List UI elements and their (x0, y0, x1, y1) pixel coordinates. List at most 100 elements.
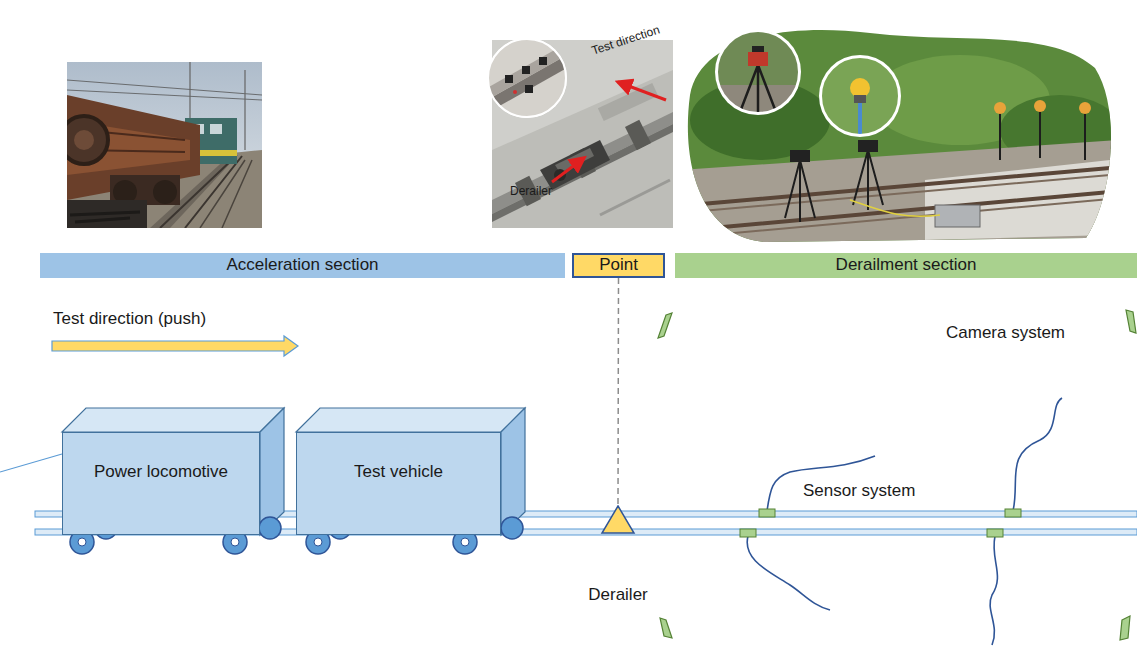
node-text: Acceleration section (226, 255, 378, 275)
camera-photo (785, 160, 815, 222)
derailer-photo (625, 120, 651, 150)
sensor (1005, 509, 1021, 517)
node-text: Test vehicle (354, 462, 443, 482)
camera-photo (748, 52, 768, 66)
derailer-photo (539, 57, 547, 65)
box-faces (296, 408, 525, 432)
section-band: Derailment section (675, 253, 1137, 278)
camera-photo (1034, 100, 1046, 112)
wheel-hub (78, 538, 86, 546)
derailer-photo (540, 140, 610, 190)
sensor-wire (990, 536, 997, 645)
train-photo (74, 130, 94, 150)
train-photo (210, 124, 222, 134)
camera-photo (994, 102, 1006, 114)
box-faces (62, 408, 525, 535)
node-text: Derailment section (836, 255, 977, 275)
sensor-wire (747, 398, 1062, 645)
wheel (259, 517, 281, 539)
camera-photo (740, 65, 776, 114)
vehicle-box: Power locomotive (62, 432, 260, 535)
sensor (987, 529, 1003, 537)
camera-marker (1126, 310, 1136, 333)
cable (0, 454, 62, 472)
camera-photo (790, 150, 810, 162)
camera-photo (715, 30, 801, 116)
box-faces (501, 408, 525, 535)
box-faces (62, 408, 284, 432)
node-text: Point (599, 255, 638, 275)
derailer-photo (600, 180, 670, 215)
camera-photo (853, 150, 883, 210)
camera-marker (658, 310, 1136, 640)
camera-marker (1120, 616, 1130, 640)
sensor (740, 529, 756, 537)
camera-photo (854, 95, 866, 103)
camera-photo (680, 20, 1120, 250)
train-photo (153, 180, 177, 204)
camera-photo (1079, 102, 1091, 114)
derailer-photo (487, 38, 673, 228)
camera-photo (752, 46, 764, 52)
camera-photo (819, 55, 901, 137)
wheel-hub (314, 538, 322, 546)
camera-photo (690, 168, 1110, 230)
camera-photo (680, 20, 1120, 250)
system-label: Sensor system (803, 481, 915, 501)
system-label: Camera system (946, 323, 1065, 343)
train-photo (200, 160, 252, 228)
camera-photo (1000, 110, 1085, 160)
box-faces (260, 408, 284, 535)
train-photo (67, 116, 108, 164)
camera-photo (690, 80, 830, 160)
derailer-photo (618, 82, 666, 100)
derailer-photo (522, 66, 530, 74)
wheel-hub (461, 538, 469, 546)
camera-photo (935, 205, 980, 227)
camera-photo (821, 57, 899, 135)
camera-photo (715, 29, 801, 115)
derailer-photo (488, 39, 566, 117)
camera-photo (690, 175, 1110, 237)
derailer: Derailer (582, 505, 654, 605)
train-photo (67, 200, 147, 228)
camera-photo (680, 20, 1120, 250)
direction-label: Test direction (push) (53, 309, 206, 329)
derailer-photo (525, 85, 533, 93)
section-band: Acceleration section (40, 253, 565, 278)
derailer-symbol (602, 506, 634, 533)
vehicle-box: Test vehicle (296, 432, 501, 535)
camera-photo (717, 31, 799, 113)
node-text: Derailer (588, 585, 648, 605)
camera-photo (820, 56, 900, 136)
direction-arrow (52, 336, 298, 356)
train-photo (67, 62, 262, 228)
camera-photo (858, 140, 878, 152)
derailer-photo (487, 38, 567, 118)
wheel-hub (231, 538, 239, 546)
derailer-photo (598, 83, 658, 121)
point-box: Point (572, 253, 665, 278)
camera-marker (658, 313, 672, 338)
train-photo (70, 212, 140, 222)
derailer-photo (487, 38, 567, 118)
train-photo (67, 80, 262, 100)
derailer-photo (487, 38, 567, 118)
derailer-photo (552, 158, 584, 182)
camera-photo (850, 200, 940, 216)
camera-photo (715, 30, 801, 116)
sensor-wire (1013, 398, 1062, 511)
derailer-photo (513, 90, 517, 94)
sensor (740, 509, 1021, 537)
camera-photo (680, 140, 1120, 250)
sensor (759, 509, 775, 517)
wheel-hub (78, 538, 469, 546)
camera-marker (660, 618, 672, 638)
node-text: Power locomotive (94, 462, 228, 482)
photo-label: Test direction (590, 22, 662, 57)
derailer-photo (492, 112, 673, 214)
dashed-connector (617, 278, 619, 505)
sensor-wire (747, 536, 830, 610)
derailer-photo (505, 75, 513, 83)
